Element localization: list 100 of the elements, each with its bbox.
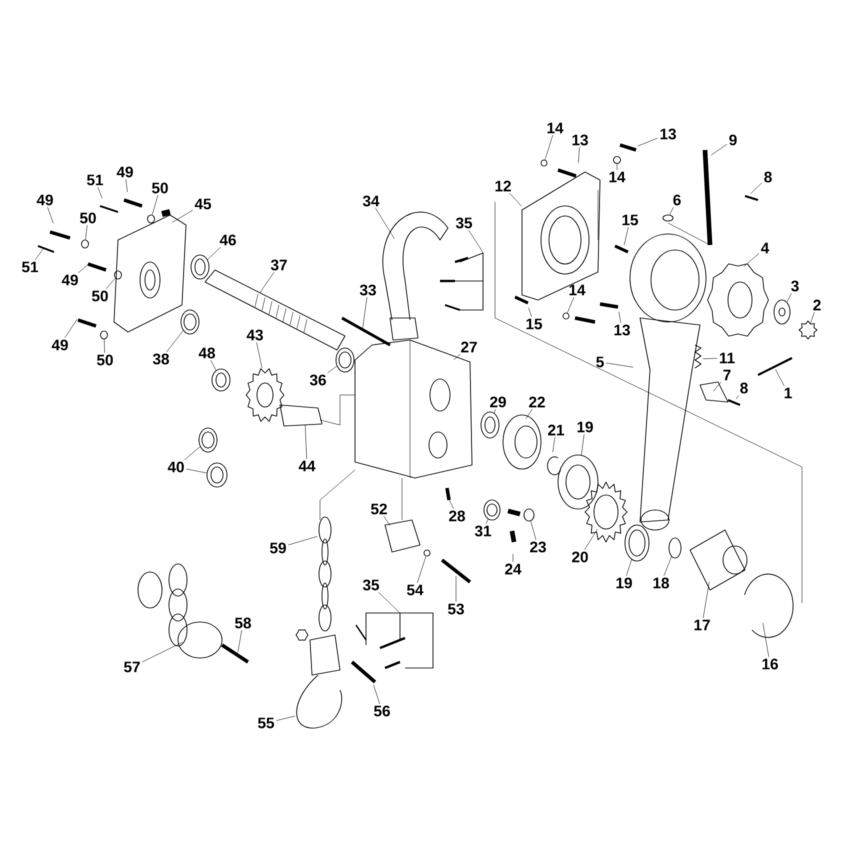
leader-line bbox=[584, 528, 598, 550]
leader-line bbox=[552, 436, 556, 452]
leader-line bbox=[710, 144, 728, 156]
callout-number: 14 bbox=[548, 122, 564, 134]
callout-number: 29 bbox=[490, 396, 506, 408]
leader-line bbox=[260, 272, 274, 294]
leader-line bbox=[373, 684, 380, 704]
callout-number: 54 bbox=[407, 584, 424, 596]
callout-number: 22 bbox=[529, 396, 545, 408]
callout-number: 20 bbox=[572, 552, 588, 562]
leader-line bbox=[624, 226, 629, 246]
callout-number: 44 bbox=[298, 460, 316, 472]
washer bbox=[206, 462, 228, 488]
leader-line bbox=[468, 230, 484, 253]
callout-number: 46 bbox=[220, 234, 236, 246]
callout-number: 14 bbox=[610, 172, 626, 182]
leader-line bbox=[526, 408, 532, 420]
leader-line bbox=[106, 278, 116, 290]
callout-number: 45 bbox=[194, 198, 212, 210]
washer bbox=[147, 214, 155, 224]
leader-line bbox=[98, 186, 102, 199]
callout-number: 36 bbox=[310, 374, 326, 386]
leader-line bbox=[288, 536, 318, 546]
leader-line bbox=[606, 362, 634, 368]
leader-line bbox=[375, 208, 395, 239]
washer bbox=[198, 428, 218, 452]
leader-line bbox=[750, 182, 762, 194]
callout-number: 24 bbox=[505, 564, 522, 574]
leader-line bbox=[744, 253, 760, 267]
leader-line bbox=[712, 382, 722, 392]
callout-number: 49 bbox=[52, 340, 68, 350]
bearing bbox=[190, 254, 210, 280]
callout-number: 18 bbox=[654, 578, 670, 588]
leader-line bbox=[664, 556, 672, 576]
leader-line bbox=[567, 296, 574, 314]
callout-number: 4 bbox=[761, 242, 770, 254]
leader-line bbox=[78, 264, 88, 274]
leader-line bbox=[486, 518, 488, 524]
leader-line bbox=[256, 342, 262, 368]
callout-number: 51 bbox=[87, 174, 104, 186]
leader-line bbox=[626, 559, 632, 576]
leader-line bbox=[637, 138, 658, 146]
leader-line bbox=[512, 554, 514, 562]
callout-number: 50 bbox=[80, 212, 96, 224]
callout-number: 57 bbox=[124, 662, 140, 672]
washer bbox=[624, 524, 650, 562]
callout-number: 33 bbox=[360, 284, 376, 296]
leader-line bbox=[126, 178, 128, 192]
leader-line bbox=[64, 318, 78, 338]
leader-line bbox=[544, 134, 554, 160]
leader-line bbox=[384, 516, 390, 526]
bearing bbox=[484, 500, 500, 520]
callout-number: 51 bbox=[22, 262, 38, 272]
callout-number: 55 bbox=[258, 718, 274, 728]
callout-number: 14 bbox=[570, 284, 586, 296]
leader-line bbox=[362, 296, 368, 328]
leader-line bbox=[530, 520, 536, 540]
callout-number: 58 bbox=[235, 618, 252, 628]
callout-number: 9 bbox=[729, 134, 737, 146]
washer bbox=[336, 348, 354, 372]
washer bbox=[613, 156, 621, 164]
leader-line bbox=[166, 330, 184, 352]
callout-number: 8 bbox=[764, 172, 772, 182]
leader-line bbox=[34, 248, 44, 260]
leader-line bbox=[238, 630, 242, 652]
leader-line bbox=[454, 354, 461, 360]
leader-line bbox=[618, 312, 621, 324]
leader-line bbox=[47, 206, 54, 224]
callout-number: 50 bbox=[97, 354, 113, 366]
washer bbox=[100, 330, 108, 340]
callout-number: 13 bbox=[660, 128, 676, 140]
leader-line bbox=[578, 146, 580, 164]
callout-number: 37 bbox=[270, 260, 287, 270]
callout-number: 38 bbox=[152, 354, 169, 364]
cap bbox=[662, 214, 674, 222]
washer bbox=[81, 240, 89, 248]
callout-number: 59 bbox=[270, 542, 286, 554]
callout-number: 52 bbox=[371, 504, 387, 514]
washer bbox=[424, 550, 430, 556]
ring bbox=[668, 538, 682, 558]
callout-number: 2 bbox=[813, 300, 821, 310]
leader-line bbox=[702, 358, 718, 360]
callout-number: 3 bbox=[791, 280, 799, 292]
callout-number: 6 bbox=[673, 194, 681, 206]
washer bbox=[774, 300, 790, 324]
callout-number: 50 bbox=[152, 182, 168, 194]
callout-number: 27 bbox=[461, 342, 477, 352]
callout-number: 40 bbox=[168, 462, 184, 472]
callout-number: 16 bbox=[762, 658, 778, 670]
callout-number: 1 bbox=[784, 388, 792, 398]
callout-number: 31 bbox=[474, 526, 492, 536]
leader-line bbox=[304, 424, 307, 460]
leader-line bbox=[702, 582, 710, 618]
callout-number: 23 bbox=[530, 542, 546, 552]
callout-number: 15 bbox=[526, 318, 542, 330]
leader-line bbox=[85, 224, 88, 240]
callout-number: 35 bbox=[456, 218, 472, 228]
callout-number: 19 bbox=[578, 422, 593, 432]
leader-line bbox=[207, 246, 221, 260]
leader-line bbox=[184, 446, 200, 460]
